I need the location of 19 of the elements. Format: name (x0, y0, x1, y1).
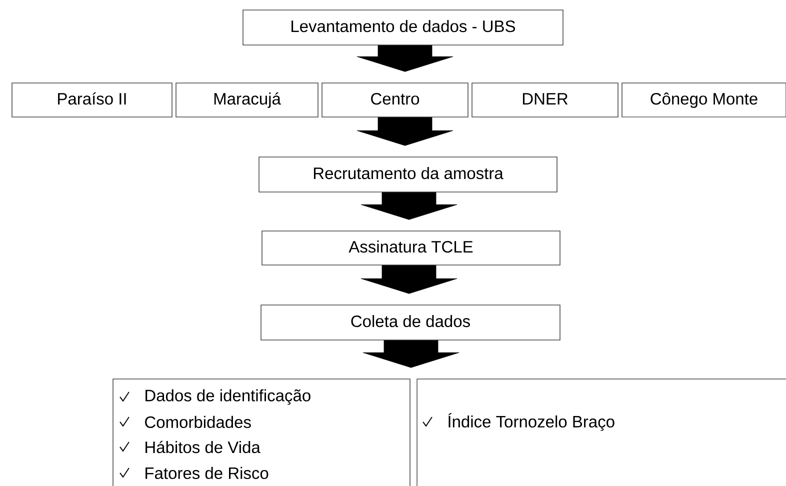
checklist-item: Dados de identificação (146, 389, 310, 405)
block-arrow (360, 265, 458, 294)
checklist-item: Fatores de Risco (146, 466, 268, 480)
block-arrow (362, 340, 460, 368)
process-box: Recrutamento da amostra (258, 156, 558, 192)
process-box: DNER (472, 82, 618, 118)
process-box: Levantamento de dados - UBS (242, 10, 564, 46)
process-box: Assinatura TCLE (262, 230, 560, 266)
process-box: Cônego Monte (622, 82, 786, 118)
process-box: Paraíso II (12, 82, 172, 118)
process-box: Coleta de dados (260, 304, 560, 340)
block-arrow (356, 45, 454, 72)
block-arrow (356, 117, 454, 146)
checklist-item: Comorbidades (145, 416, 251, 428)
block-arrow (360, 192, 458, 220)
checklist-item: Hábitos de Vida (146, 440, 260, 454)
checklist-item: Índice Tornozelo Braço (448, 413, 614, 431)
process-box: Centro (322, 82, 468, 118)
process-box: Maracujá (176, 82, 318, 118)
